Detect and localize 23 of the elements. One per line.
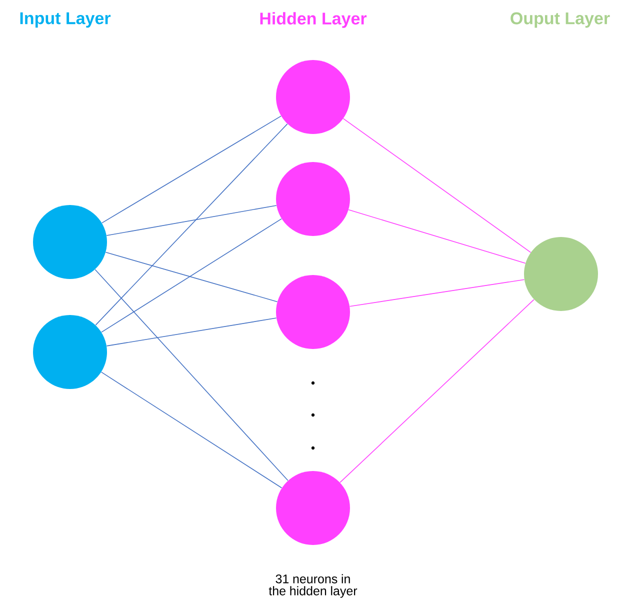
neuron-circle <box>276 162 350 236</box>
neuron-circle <box>33 315 107 389</box>
layer-title: Input Layer <box>20 12 111 28</box>
neuron-circle <box>276 471 350 545</box>
connection-line <box>340 299 534 483</box>
neuron-circle <box>276 275 350 349</box>
neuron-circle <box>276 60 350 134</box>
layer-title: Ouput Layer <box>510 12 610 28</box>
neuron-circle <box>524 237 598 311</box>
connection-line <box>349 279 525 307</box>
connection-line <box>100 372 282 488</box>
neuron-circle <box>33 205 107 279</box>
caption-text: 31 neurons in the hidden layer <box>268 574 358 598</box>
connection-line <box>342 118 532 253</box>
connection-line <box>105 252 278 302</box>
connection-line <box>106 205 277 236</box>
connection-line <box>95 124 288 326</box>
connection-line <box>94 269 288 481</box>
connection-line <box>348 209 526 264</box>
connection-line <box>102 116 282 224</box>
connection-line <box>106 318 277 346</box>
layer-title: Hidden Layer <box>260 12 367 28</box>
connection-line <box>101 218 282 333</box>
